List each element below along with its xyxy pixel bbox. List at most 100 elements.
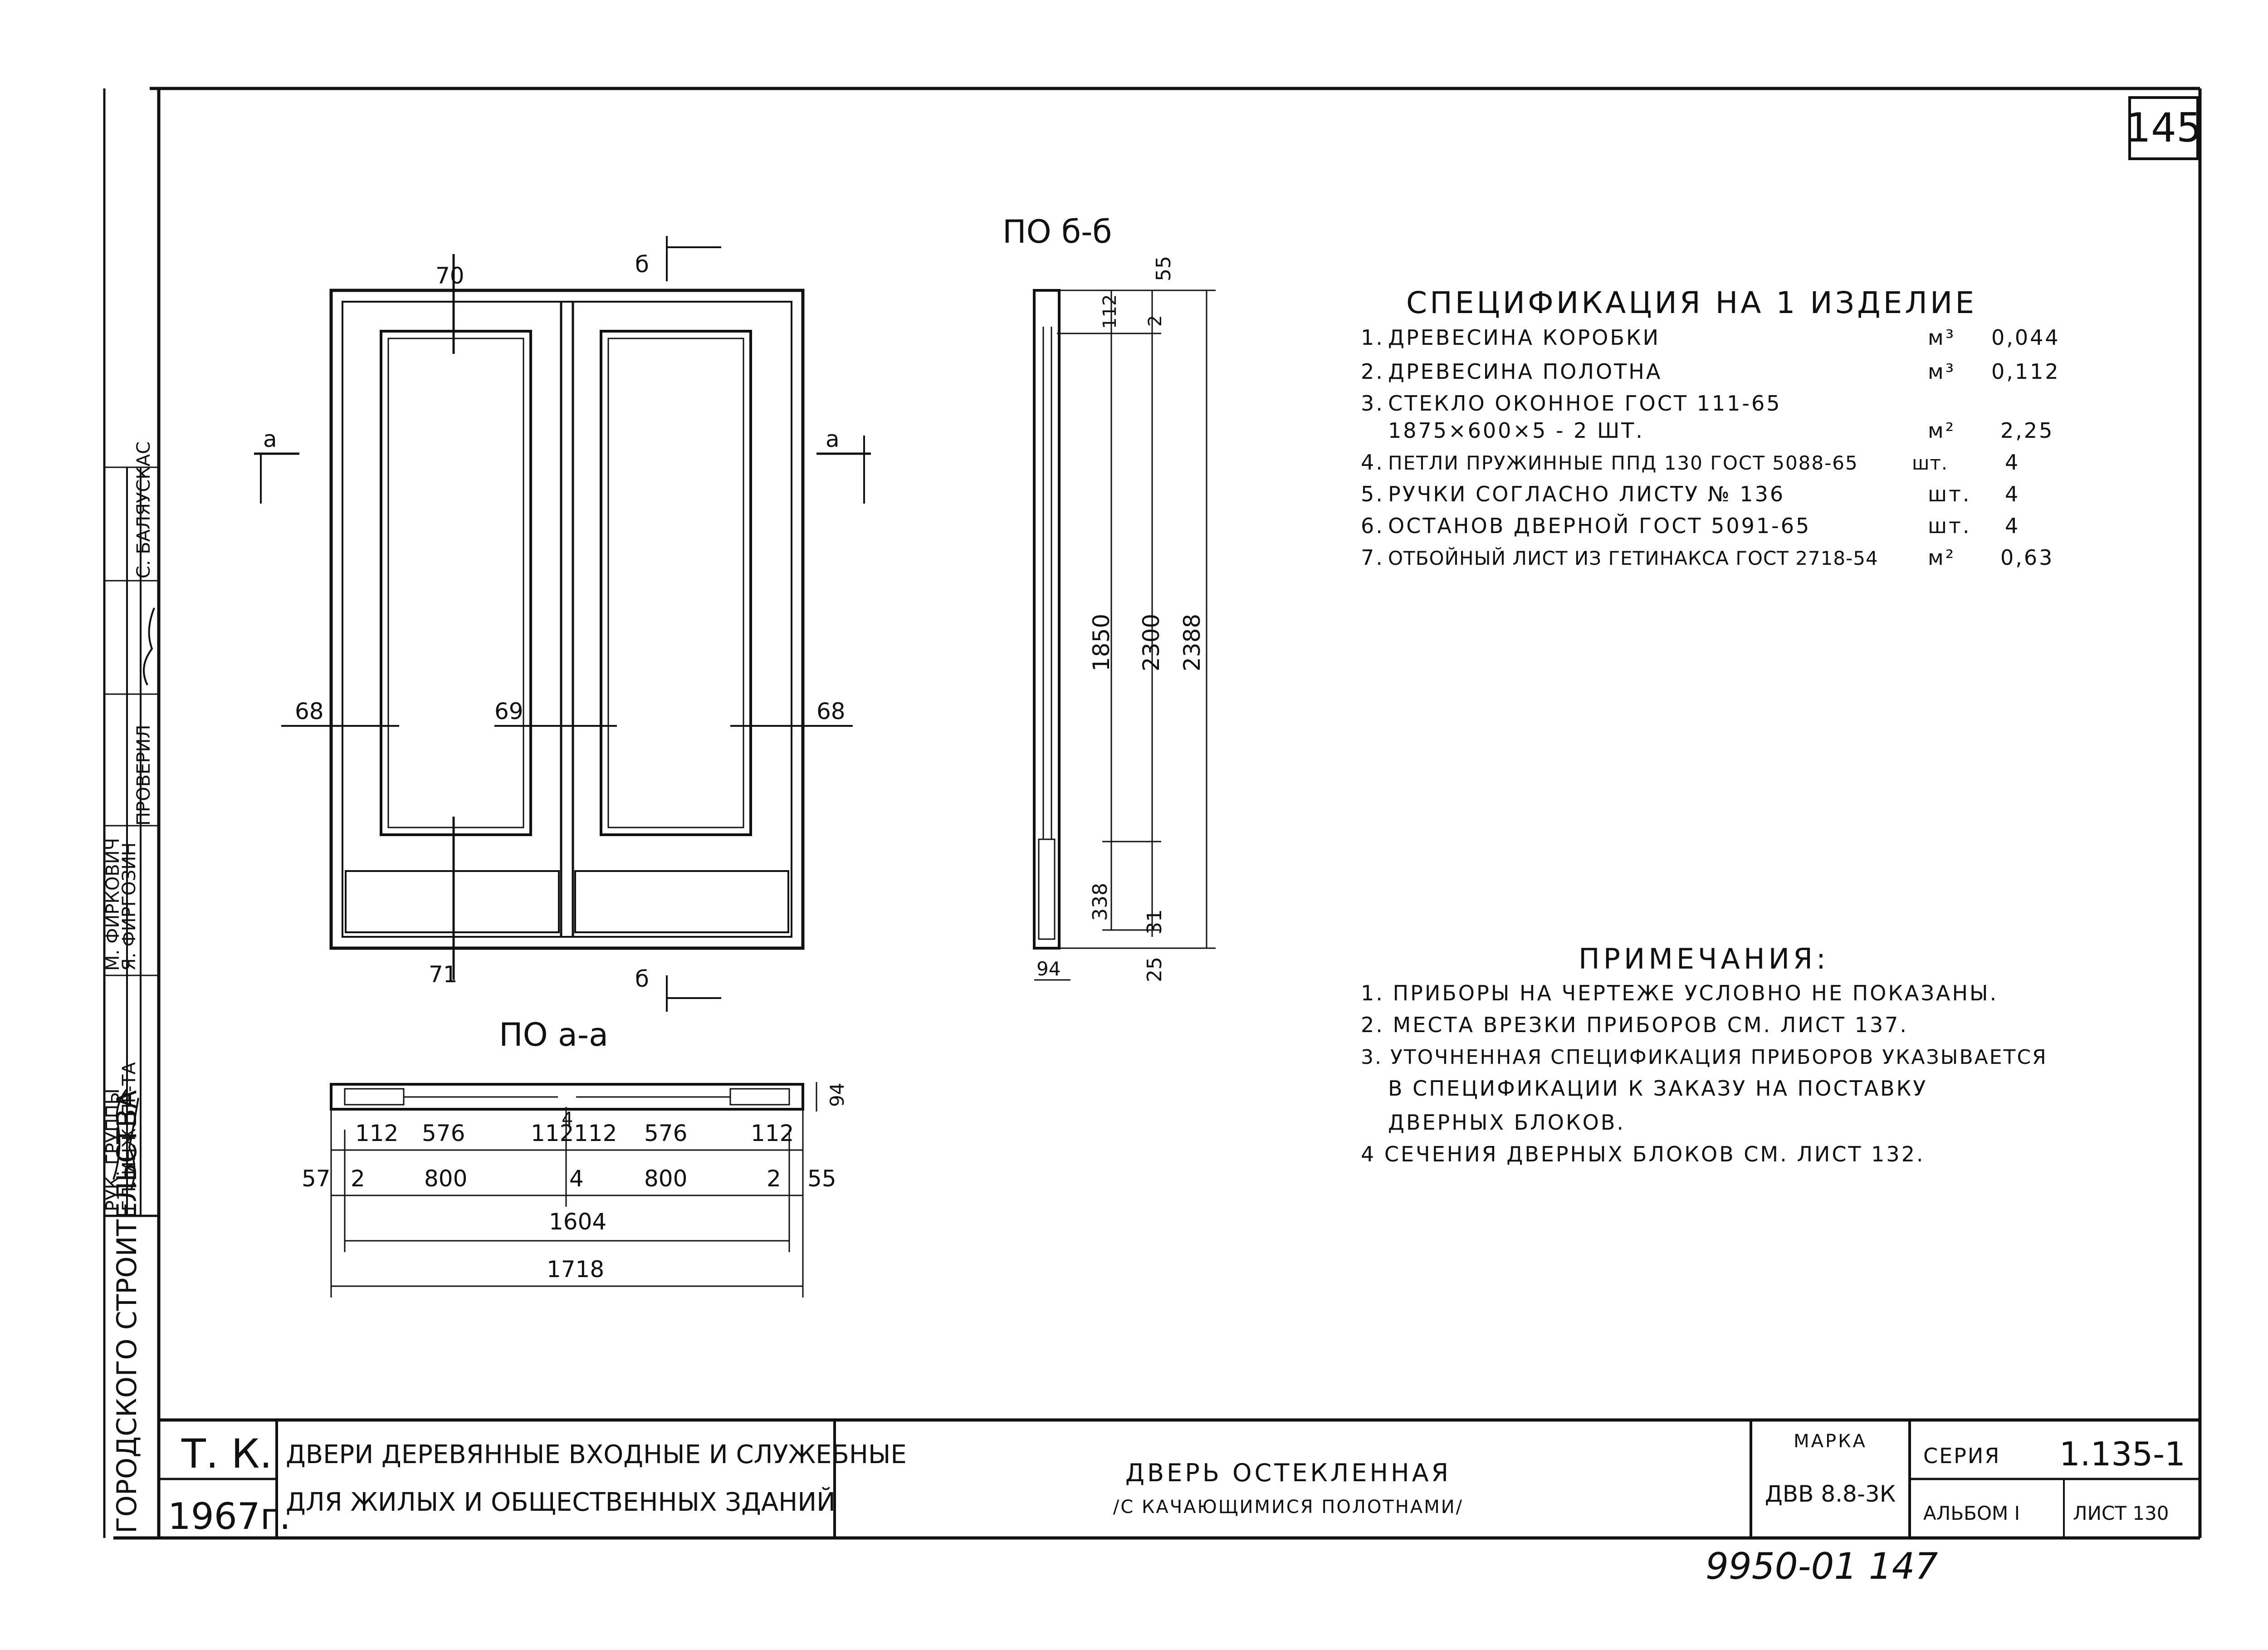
left-signature-strip: ГОРОДСКОГО СТРОИТЕЛЬСТВА РУК. ГРУППЫ ГЛ.… — [103, 88, 159, 1538]
svg-text:ДРЕВЕСИНА ПОЛОТНА: ДРЕВЕСИНА ПОЛОТНА — [1388, 359, 1662, 384]
specification: СПЕЦИФИКАЦИЯ НА 1 ИЗДЕЛИЕ 1. ДРЕВЕСИНА К… — [1361, 285, 2060, 570]
sec-dim-112: 112 — [1100, 294, 1120, 329]
plan-dim-55: 55 — [807, 1165, 836, 1192]
svg-text:0,044: 0,044 — [1991, 325, 2060, 350]
svg-text:ОСТАНОВ ДВЕРНОЙ ГОСТ 5091-65: ОСТАНОВ ДВЕРНОЙ ГОСТ 5091-65 — [1388, 514, 1811, 538]
sec-dim-2388: 2388 — [1179, 614, 1205, 671]
svg-text:5.: 5. — [1361, 482, 1384, 506]
svg-text:м²: м² — [1928, 545, 1955, 570]
plan-dim-4-top: 4 — [562, 1109, 573, 1130]
svg-text:СТЕКЛО ОКОННОЕ ГОСТ 111-65: СТЕКЛО ОКОННОЕ ГОСТ 111-65 — [1388, 391, 1782, 416]
section-bb: ПО б-б 55 112 2 1850 2300 2388 338 31 25… — [1002, 213, 1216, 982]
drawing-title-1: ДВЕРЬ ОСТЕКЛЕННАЯ — [1125, 1459, 1451, 1487]
svg-text:3. УТОЧНЕННАЯ СПЕЦИФИКАЦИЯ ПРИ: 3. УТОЧНЕННАЯ СПЕЦИФИКАЦИЯ ПРИБОРОВ УКАЗ… — [1361, 1046, 2048, 1069]
sec-dim-94: 94 — [1036, 958, 1061, 980]
mark-value: ДВВ 8.8-3К — [1765, 1481, 1896, 1507]
sec-dim-338: 338 — [1089, 883, 1112, 921]
svg-text:1. ПРИБОРЫ НА ЧЕРТЕЖЕ УСЛОВНО: 1. ПРИБОРЫ НА ЧЕРТЕЖЕ УСЛОВНО НЕ ПОКАЗАН… — [1361, 981, 1998, 1005]
svg-text:ДВЕРНЫХ БЛОКОВ.: ДВЕРНЫХ БЛОКОВ. — [1388, 1110, 1625, 1135]
series-value: 1.135-1 — [2059, 1435, 2185, 1473]
signature-2 — [128, 1097, 139, 1189]
plan-dim-2-right: 2 — [767, 1165, 781, 1192]
svg-text:0,63: 0,63 — [2000, 545, 2054, 570]
drawing-title-2: /С КАЧАЮЩИМИСЯ ПОЛОТНАМИ/ — [1113, 1497, 1463, 1518]
plan-dim-1604: 1604 — [549, 1209, 606, 1235]
svg-text:2.: 2. — [1361, 359, 1384, 384]
svg-text:шт.: шт. — [1928, 514, 1971, 538]
svg-text:м²: м² — [1928, 418, 1955, 443]
plan-dim-112-1: 112 — [355, 1120, 398, 1146]
plan-dim-576-1: 576 — [422, 1120, 465, 1146]
callout-68-left: 68 — [295, 698, 324, 725]
org-vertical: ГОРОДСКОГО СТРОИТЕЛЬСТВА — [111, 1090, 143, 1533]
role-2: ГЛ. ИНЖ. ПР-ТА — [119, 1062, 140, 1211]
page-number: 145 — [2126, 104, 2202, 151]
callout-69: 69 — [494, 698, 523, 725]
section-bb-label: ПО б-б — [1002, 213, 1112, 250]
svg-text:4: 4 — [2005, 450, 2020, 475]
svg-text:2. МЕСТА ВРЕЗКИ ПРИБОРОВ СМ. Л: 2. МЕСТА ВРЕЗКИ ПРИБОРОВ СМ. ЛИСТ 137. — [1361, 1013, 1908, 1037]
plan-dim-112-4: 112 — [751, 1120, 794, 1146]
svg-text:4.: 4. — [1361, 450, 1384, 475]
cut-mark-b-top: б — [635, 251, 649, 278]
signature-1 — [112, 1088, 128, 1180]
svg-text:ОТБОЙНЫЙ ЛИСТ ИЗ ГЕТИНАКСА ГОС: ОТБОЙНЫЙ ЛИСТ ИЗ ГЕТИНАКСА ГОСТ 2718-54 — [1388, 547, 1878, 569]
title-block: Т. К. 1967г. ДВЕРИ ДЕРЕВЯННЫЕ ВХОДНЫЕ И … — [159, 1418, 2200, 1538]
plan-dim-4-mid: 4 — [569, 1165, 584, 1192]
svg-text:6.: 6. — [1361, 514, 1384, 538]
svg-text:4: 4 — [2005, 514, 2020, 538]
callout-70: 70 — [435, 263, 464, 289]
callout-68-right: 68 — [816, 698, 846, 725]
svg-text:1875×600×5 - 2 ШТ.: 1875×600×5 - 2 ШТ. — [1388, 418, 1644, 443]
plan-dim-800-1: 800 — [424, 1165, 467, 1192]
cut-mark-a-right: а — [826, 426, 840, 452]
plan-dim-94: 94 — [826, 1083, 848, 1107]
name-2: Я. ФИРГОЗИН — [119, 842, 140, 971]
svg-text:2,25: 2,25 — [2000, 418, 2054, 443]
sec-dim-31: 31 — [1143, 909, 1166, 935]
sheet-value: ЛИСТ 130 — [2073, 1502, 2169, 1524]
mark-label: МАРКА — [1794, 1431, 1867, 1452]
sheet-frame: 145 — [113, 87, 2202, 1540]
page-number-box — [2128, 96, 2199, 160]
sec-dim-2: 2 — [1145, 315, 1166, 327]
svg-text:РУЧКИ СОГЛАСНО ЛИСТУ № 136: РУЧКИ СОГЛАСНО ЛИСТУ № 136 — [1388, 482, 1785, 506]
plan-dim-112-2: 112 — [531, 1120, 574, 1146]
sec-dim-2300: 2300 — [1138, 614, 1164, 671]
section-aa-label: ПО а-а — [499, 1016, 608, 1053]
plan-dim-576-2: 576 — [644, 1120, 687, 1146]
name-3: С. БАЛЯУСКАС — [133, 441, 154, 578]
plan-dim-112-3: 112 — [574, 1120, 617, 1146]
svg-text:м³: м³ — [1928, 325, 1955, 350]
plan-dim-2-left: 2 — [351, 1165, 365, 1192]
callout-71: 71 — [429, 961, 458, 988]
notes-title: ПРИМЕЧАНИЯ: — [1579, 942, 1829, 975]
spec-title: СПЕЦИФИКАЦИЯ НА 1 ИЗДЕЛИЕ — [1406, 285, 1977, 320]
signature-3 — [143, 607, 155, 685]
cut-mark-a-left: а — [263, 426, 277, 452]
sec-dim-25: 25 — [1143, 957, 1166, 982]
section-aa: ПО а-а 112 576 112 4 112 576 112 57 2 80… — [302, 1016, 848, 1297]
series-title-1: ДВЕРИ ДЕРЕВЯННЫЕ ВХОДНЫЕ И СЛУЖЕБНЫЕ — [286, 1440, 907, 1469]
svg-text:м³: м³ — [1928, 359, 1955, 384]
plan-dim-800-2: 800 — [644, 1165, 687, 1192]
sec-dim-1850: 1850 — [1088, 614, 1114, 671]
plan-dim-57: 57 — [302, 1165, 331, 1192]
svg-text:ДРЕВЕСИНА КОРОБКИ: ДРЕВЕСИНА КОРОБКИ — [1388, 325, 1660, 350]
series-label: СЕРИЯ — [1923, 1444, 2000, 1468]
svg-text:1.: 1. — [1361, 325, 1384, 350]
svg-text:0,112: 0,112 — [1991, 359, 2060, 384]
series-title-2: ДЛЯ ЖИЛЫХ И ОБЩЕСТВЕННЫХ ЗДАНИЙ — [286, 1487, 836, 1517]
svg-text:7.: 7. — [1361, 545, 1384, 570]
svg-text:4: 4 — [2005, 482, 2020, 506]
svg-text:ПЕТЛИ ПРУЖИННЫЕ ППД 130 ГОСТ 5: ПЕТЛИ ПРУЖИННЫЕ ППД 130 ГОСТ 5088-65 — [1388, 452, 1858, 474]
svg-text:4 СЕЧЕНИЯ ДВЕРНЫХ БЛОКОВ СМ. Л: 4 СЕЧЕНИЯ ДВЕРНЫХ БЛОКОВ СМ. ЛИСТ 132. — [1361, 1142, 1925, 1166]
notes: ПРИМЕЧАНИЯ: 1. ПРИБОРЫ НА ЧЕРТЕЖЕ УСЛОВН… — [1361, 942, 2048, 1166]
svg-text:В СПЕЦИФИКАЦИИ К ЗАКАЗУ НА ПОС: В СПЕЦИФИКАЦИИ К ЗАКАЗУ НА ПОСТАВКУ — [1388, 1076, 1927, 1101]
svg-text:3.: 3. — [1361, 391, 1384, 416]
title-year: 1967г. — [168, 1495, 291, 1537]
sec-dim-55: 55 — [1152, 256, 1175, 281]
plan-dim-1718: 1718 — [547, 1256, 604, 1283]
title-org: Т. К. — [181, 1430, 272, 1477]
